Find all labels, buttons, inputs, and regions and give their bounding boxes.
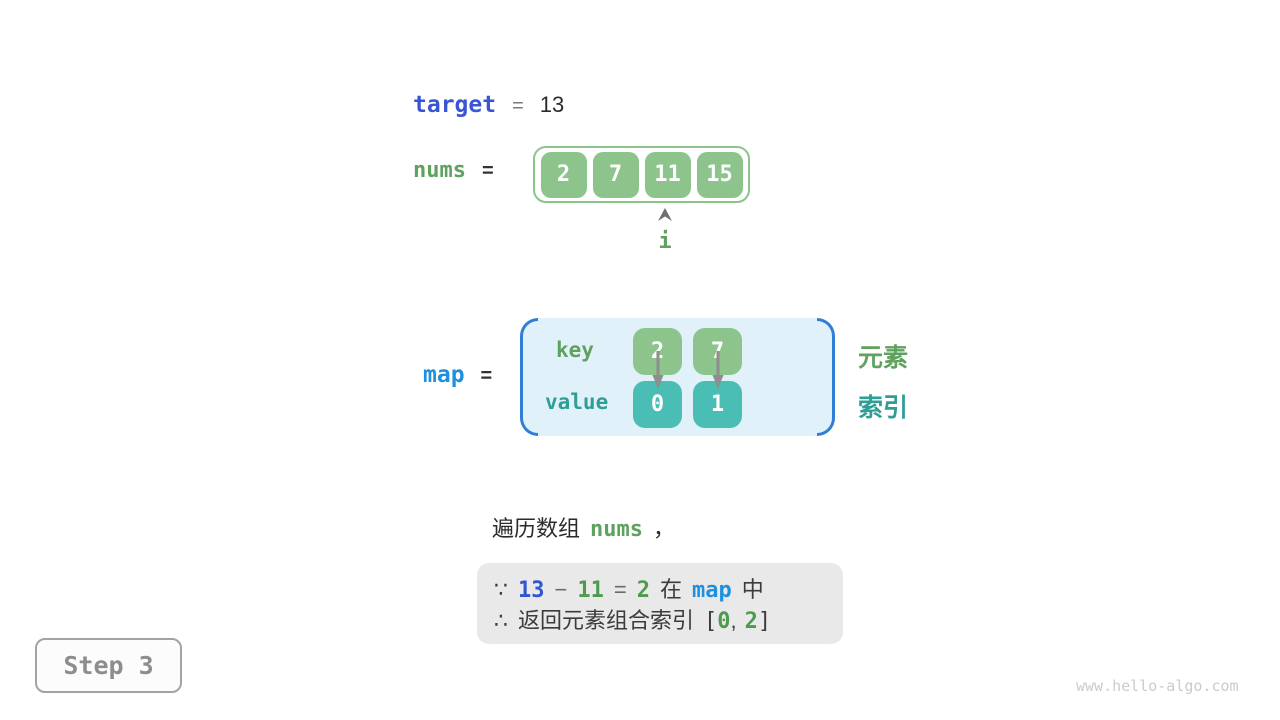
map-label-row: map = — [423, 362, 492, 388]
nums-cell-3: 15 — [696, 151, 743, 198]
key-to-value-arrow-icon — [711, 351, 725, 396]
nums-cell-2: 11 — [644, 151, 691, 198]
target-variable: target — [413, 92, 497, 118]
caption-prefix: 遍历数组 — [492, 516, 581, 541]
minus-sign: − — [554, 577, 568, 602]
bracket-open: [ — [704, 609, 718, 634]
map-value-cell-1: 1 — [693, 381, 742, 428]
map-key-label: key — [556, 338, 594, 362]
nums-cell-1: 7 — [592, 151, 639, 198]
map-word: map — [691, 578, 732, 603]
nums-equals: = — [481, 160, 494, 182]
minuend: 13 — [518, 578, 545, 603]
result-index-0: 0 — [717, 609, 731, 634]
key-to-value-arrow-icon — [651, 351, 665, 396]
conclusion-line-1: ∵ 13 − 11 = 2 在 map 中 — [494, 572, 843, 603]
because-symbol: ∵ — [494, 577, 508, 602]
caption-suffix: ， — [653, 516, 676, 541]
nums-array-container: 2 7 11 15 — [533, 146, 750, 203]
legend-element-label: 元素 — [858, 344, 909, 372]
map-equals: = — [480, 365, 493, 387]
bracket-close: ] — [757, 609, 772, 634]
difference: 2 — [636, 578, 650, 603]
target-equals: = — [512, 95, 524, 117]
watermark: www.hello-algo.com — [1076, 677, 1239, 695]
target-value: 13 — [539, 92, 565, 117]
result-index-1: 2 — [744, 609, 758, 634]
in-word: 在 — [659, 577, 682, 602]
index-pointer-icon — [657, 208, 673, 222]
step-badge: Step 3 — [35, 638, 182, 693]
conclusion-text: 返回元素组合索引 — [518, 608, 695, 633]
therefore-symbol: ∴ — [494, 608, 508, 633]
equals-sign: = — [613, 577, 627, 602]
map-value-label: value — [545, 390, 609, 414]
conclusion-line-2: ∴ 返回元素组合索引 [ 0 , 2 ] — [494, 603, 843, 634]
result-indices: [ 0 , 2 ] — [704, 608, 771, 634]
comma: , — [730, 608, 737, 633]
index-pointer-label: i — [658, 229, 672, 254]
zhong-word: 中 — [741, 577, 764, 602]
map-variable: map — [423, 362, 465, 388]
map-bracket-left — [520, 318, 538, 436]
nums-cell-0: 2 — [540, 151, 587, 198]
target-row: target = 13 — [413, 92, 564, 118]
subtrahend: 11 — [577, 578, 604, 603]
caption-row: 遍历数组 nums ， — [492, 511, 675, 543]
caption-code-nums: nums — [590, 517, 643, 542]
conclusion-box: ∵ 13 − 11 = 2 在 map 中 ∴ 返回元素组合索引 [ 0 , 2… — [477, 563, 843, 644]
legend-index-label: 索引 — [858, 394, 909, 422]
nums-variable: nums — [413, 158, 466, 183]
map-value-cell-0: 0 — [633, 381, 682, 428]
map-bracket-right — [817, 318, 835, 436]
nums-label-row: nums = — [413, 158, 494, 183]
